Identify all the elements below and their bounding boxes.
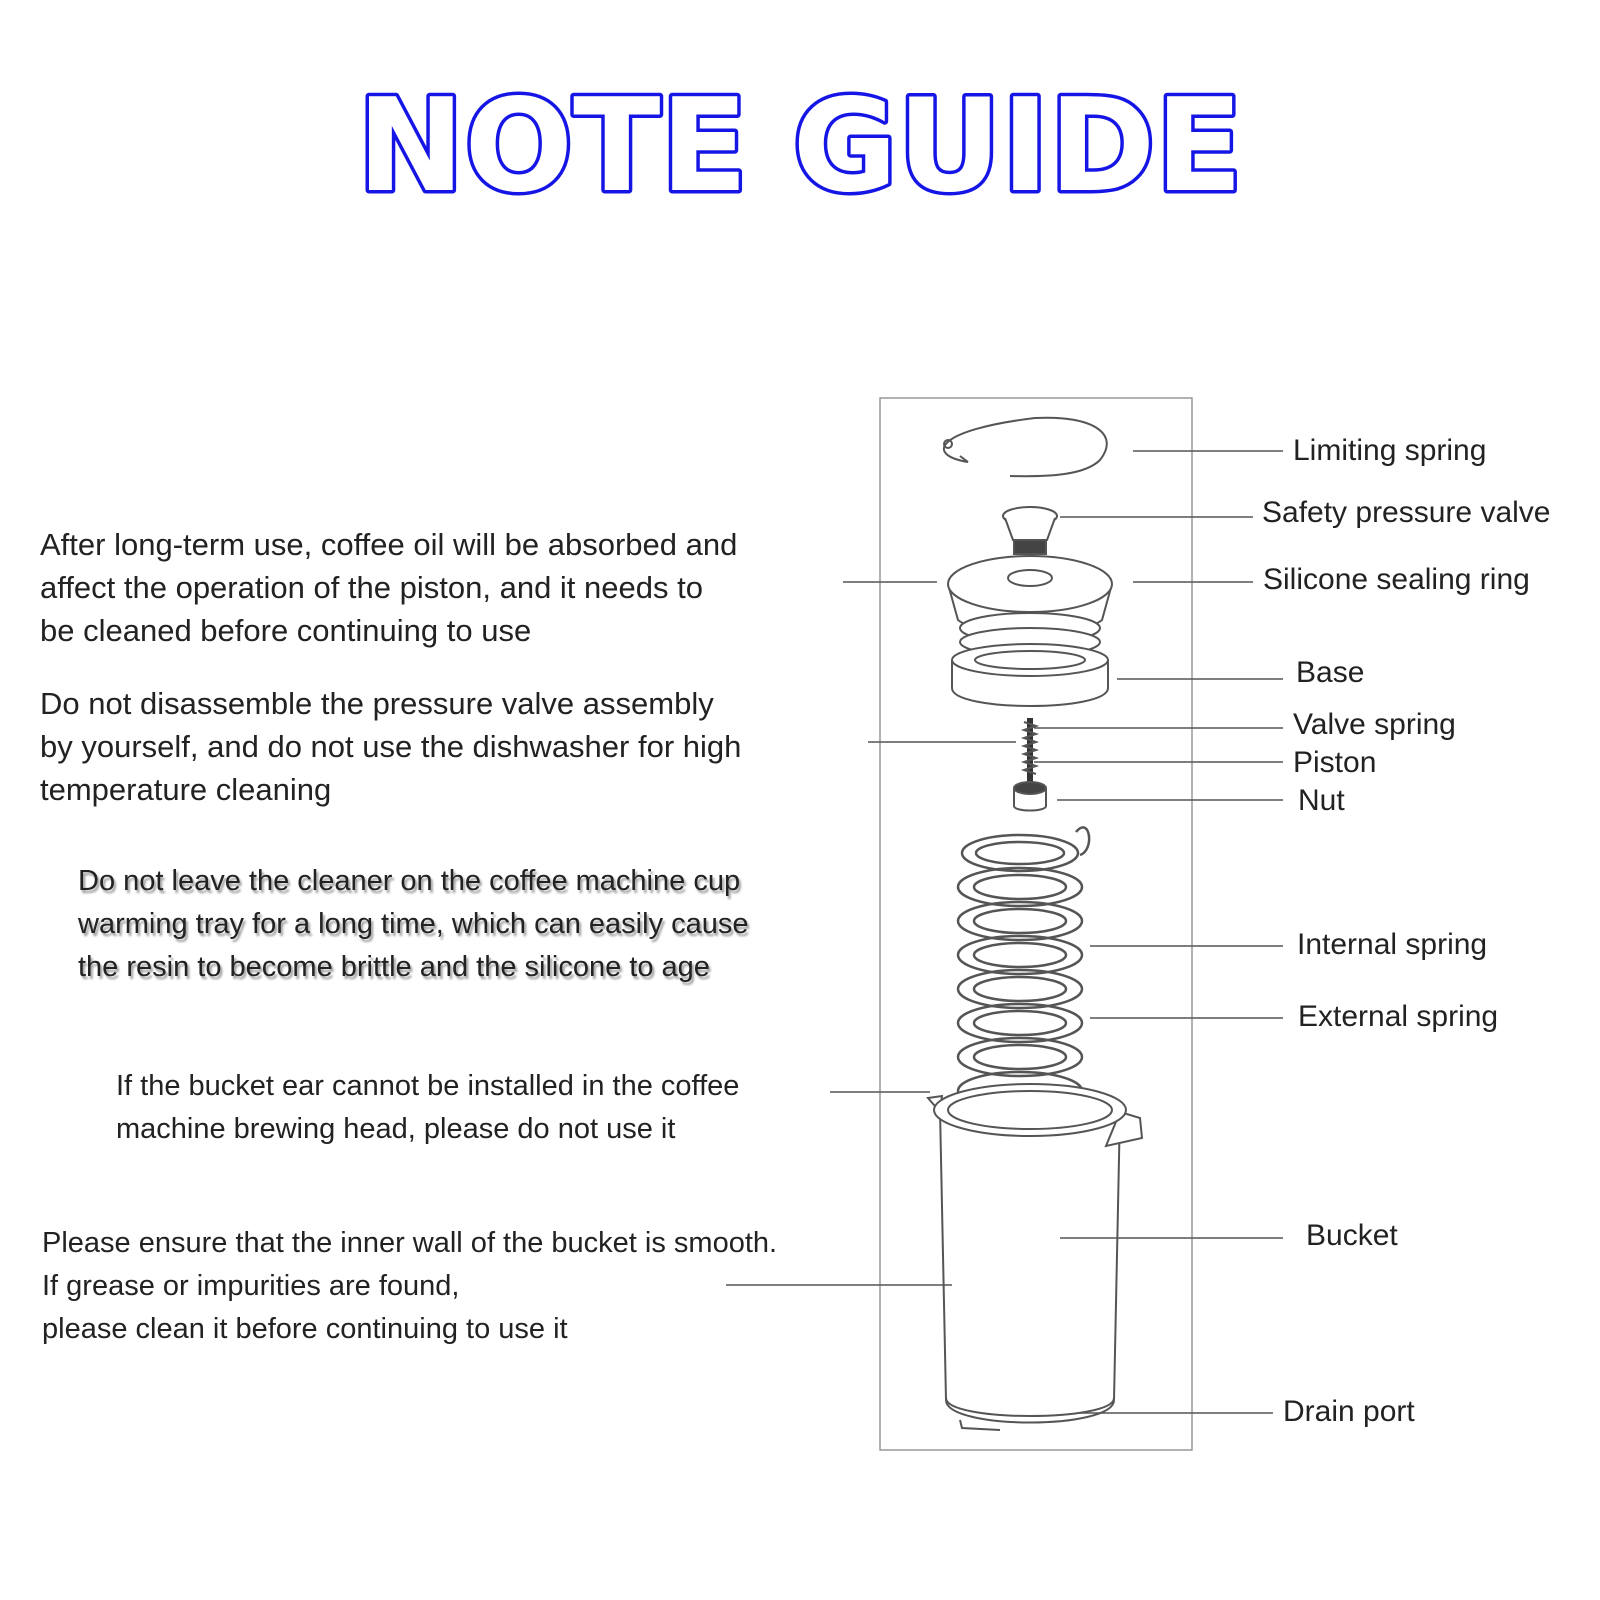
- label-internal-spring: Internal spring: [1297, 928, 1488, 961]
- label-limiting-spring: Limiting spring: [1293, 434, 1487, 467]
- bucket-drawing: [926, 1083, 1144, 1431]
- note-coffee-oil: After long-term use, coffee oil will be …: [40, 527, 738, 648]
- diagram-frame: [879, 397, 1193, 1451]
- note-bucket-ear: If the bucket ear cannot be installed in…: [116, 1070, 740, 1145]
- label-base: Base: [1296, 656, 1365, 689]
- label-external-spring: External spring: [1298, 1000, 1499, 1033]
- label-nut: Nut: [1298, 784, 1345, 817]
- title: NOTE GUIDE: [357, 72, 1243, 221]
- internal-external-spring-drawing: [956, 826, 1091, 1112]
- label-drain-port: Drain port: [1283, 1395, 1415, 1428]
- label-piston: Piston: [1293, 746, 1377, 779]
- label-valve-spring: Valve spring: [1293, 708, 1456, 741]
- label-safety-pressure-valve: Safety pressure valve: [1262, 496, 1551, 529]
- safety-pressure-valve-drawing: [1002, 506, 1058, 555]
- limiting-spring-drawing: [942, 416, 1108, 478]
- label-bucket: Bucket: [1306, 1219, 1398, 1252]
- note-inner-wall: Please ensure that the inner wall of the…: [42, 1227, 778, 1345]
- nut-drawing: [1013, 781, 1047, 812]
- base-drawing: [951, 612, 1109, 707]
- valve-spring-drawing: [1020, 718, 1040, 782]
- label-silicone-sealing-ring: Silicone sealing ring: [1263, 563, 1530, 596]
- note-warming-tray: Do not leave the cleaner on the coffee m…: [78, 865, 749, 983]
- note-pressure-valve: Do not disassemble the pressure valve as…: [40, 686, 742, 807]
